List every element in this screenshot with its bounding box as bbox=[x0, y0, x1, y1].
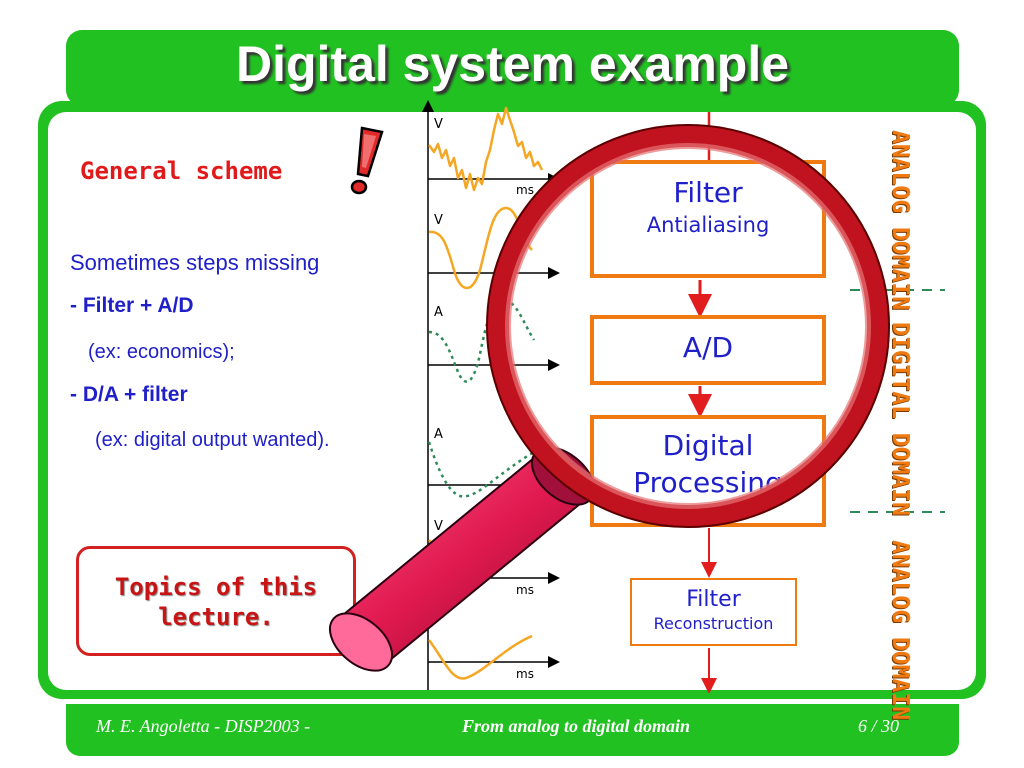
digital-mid-line-1: DIGITAL bbox=[887, 322, 913, 419]
footer-bar bbox=[66, 704, 959, 756]
filter-reconstruction-block: Filter Reconstruction bbox=[630, 578, 797, 646]
digital-mid-line-2: DOMAIN bbox=[887, 432, 913, 516]
ad-converter-block: A/D bbox=[590, 315, 826, 385]
plot1-noisy-signal bbox=[427, 106, 544, 192]
footer-page-number: 6 / 30 bbox=[858, 716, 900, 736]
plot6-reconstructed-signal bbox=[427, 634, 533, 680]
plot4-processed-signal bbox=[427, 441, 535, 498]
magnifier-glass-icon bbox=[329, 124, 890, 672]
topics-line-2: lecture. bbox=[158, 603, 274, 631]
slide-title: Digital system example bbox=[235, 36, 790, 92]
digital-domain-label: DIGITAL DOMAIN bbox=[886, 322, 913, 516]
plot2-filtered-signal bbox=[428, 206, 533, 290]
analog-top-line-2: DOMAIN bbox=[887, 226, 913, 311]
footer-author: M. E. Angoletta - DISP2003 - bbox=[96, 716, 311, 736]
magnifier-handle-end bbox=[329, 612, 393, 672]
exclamation-icon bbox=[350, 126, 384, 195]
plot1-ms-label: ms bbox=[516, 183, 534, 197]
text-filter-ad: - Filter + A/D bbox=[70, 294, 194, 317]
plot5-ms-label: ms bbox=[516, 583, 534, 597]
analog-top-line-1: ANALOG bbox=[887, 130, 913, 214]
plot3-sampled-signal bbox=[428, 298, 536, 383]
filter-reconstruction-title: Filter bbox=[686, 587, 741, 612]
plot4-a-label: A bbox=[434, 427, 443, 442]
title-bar bbox=[66, 30, 959, 106]
footer-topic: From analog to digital domain bbox=[462, 716, 691, 736]
analog-domain-label-top: ANALOG DOMAIN bbox=[886, 130, 913, 310]
plot3-a-label: A bbox=[434, 305, 443, 320]
magnifier-ring bbox=[487, 125, 889, 527]
analog-domain-label-bottom: ANALOG DOMAIN bbox=[886, 540, 913, 720]
filter-antialiasing-title: Filter bbox=[673, 176, 743, 209]
digital-processing-line-1: Digital bbox=[662, 429, 754, 462]
text-economics: (ex: economics); bbox=[88, 341, 235, 363]
topics-text: Topics of this lecture. bbox=[76, 572, 356, 632]
text-da-filter: - D/A + filter bbox=[70, 383, 188, 406]
magnifier-ring-highlight bbox=[505, 143, 871, 509]
ad-converter-title: A/D bbox=[682, 331, 734, 364]
plot1-v-label: V bbox=[434, 117, 443, 132]
filter-antialiasing-block: Filter Antialiasing bbox=[590, 160, 826, 278]
analog-bottom-line-1: ANALOG bbox=[887, 540, 913, 624]
filter-reconstruction-sub: Reconstruction bbox=[653, 614, 774, 633]
topics-line-1: Topics of this bbox=[114, 573, 318, 601]
analog-bottom-line-2: DOMAIN bbox=[887, 636, 913, 721]
plot2-v-label: V bbox=[434, 213, 443, 228]
text-steps-missing: Sometimes steps missing bbox=[70, 250, 320, 275]
magnifier-ring-outline bbox=[486, 124, 890, 528]
domain-separators bbox=[850, 289, 945, 513]
plot6-ms-label: ms bbox=[516, 667, 534, 681]
text-digital-output: (ex: digital output wanted). bbox=[95, 429, 330, 451]
general-scheme-heading: General scheme bbox=[80, 157, 283, 185]
topics-box bbox=[76, 546, 356, 656]
filter-antialiasing-sub: Antialiasing bbox=[646, 213, 770, 237]
plot5-v-label: V bbox=[434, 519, 443, 534]
